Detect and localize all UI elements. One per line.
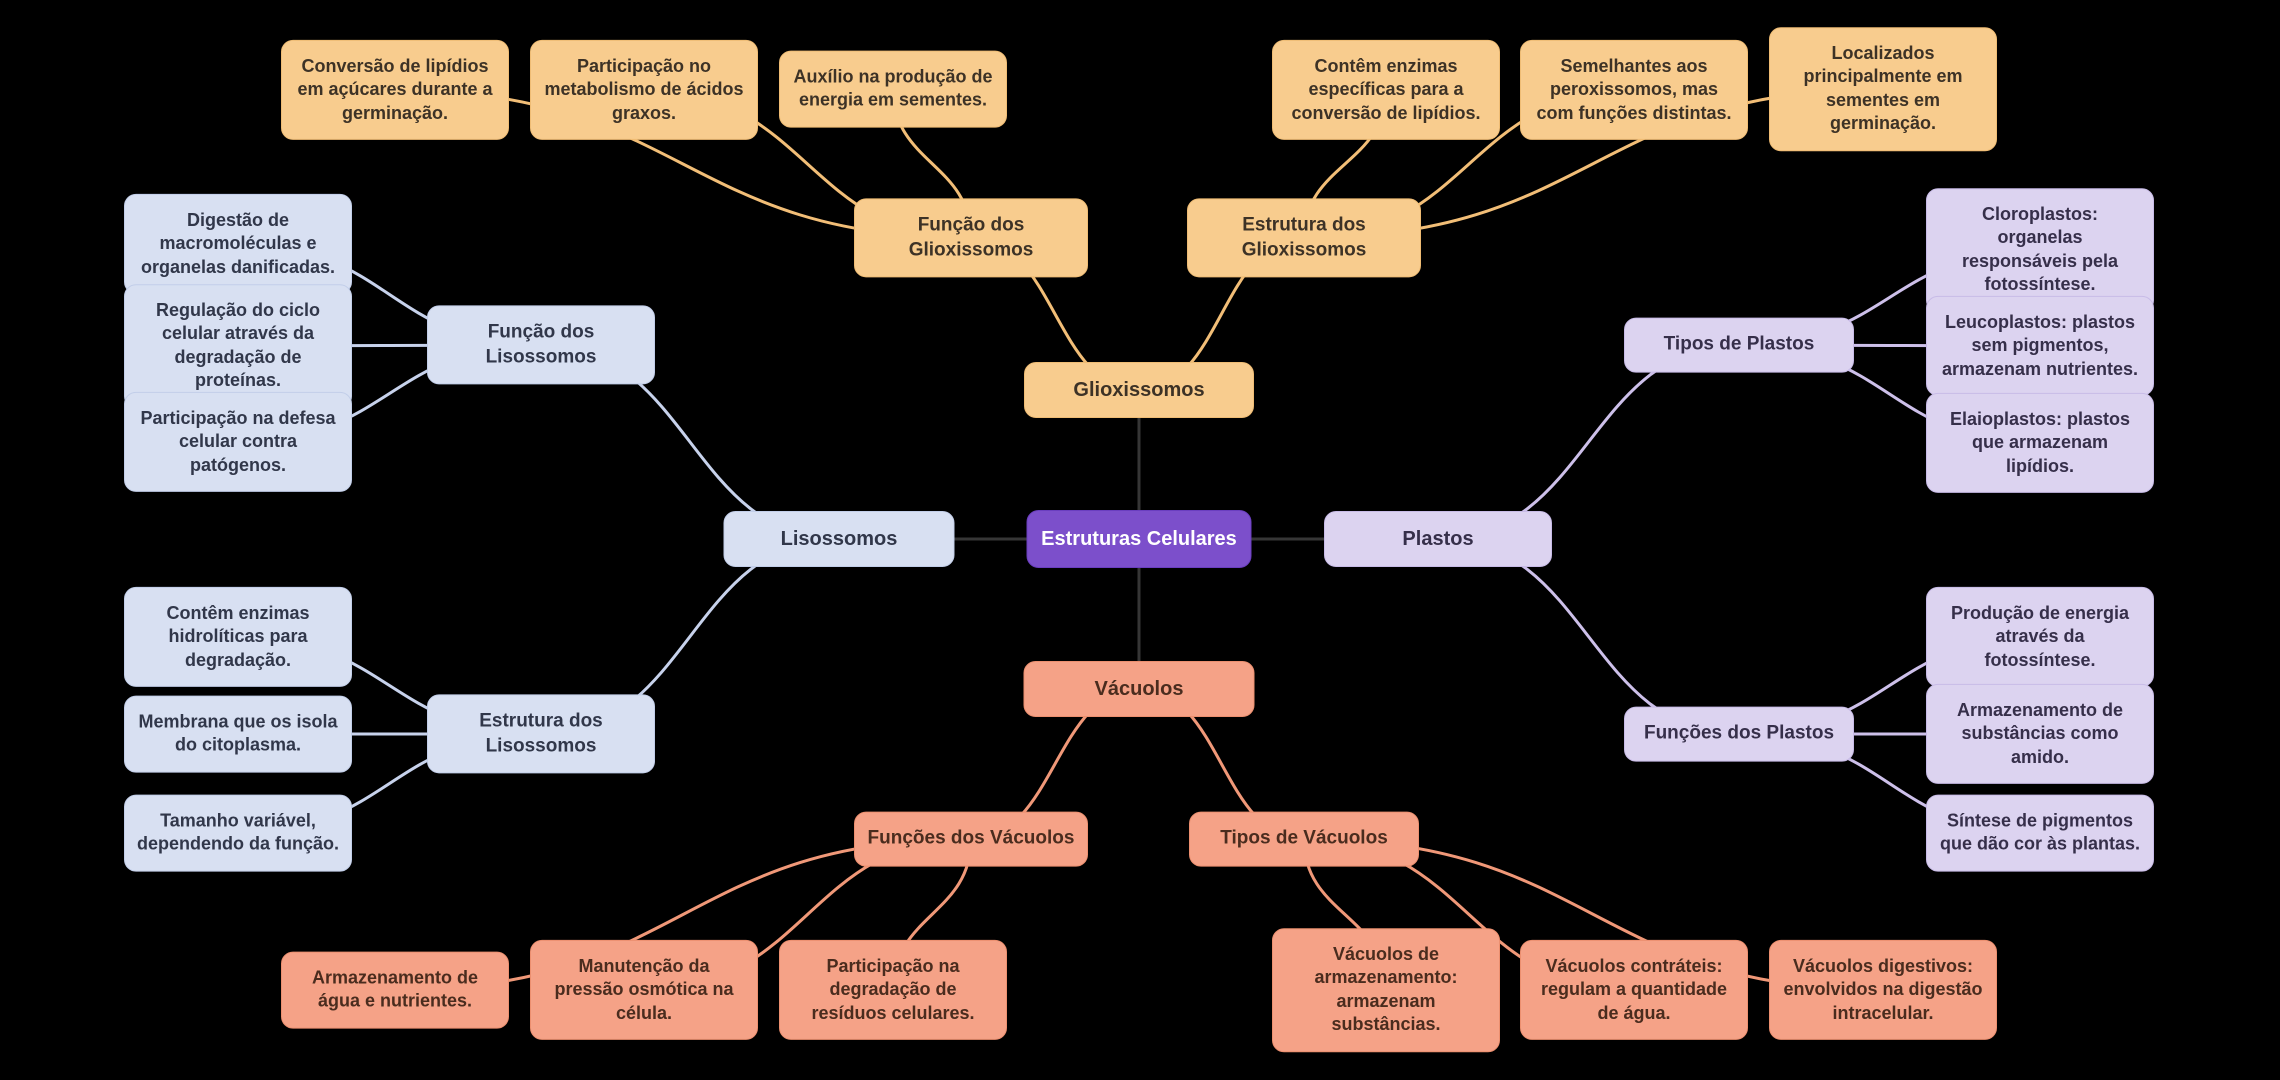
mindmap-node-estrutura-lis: Estrutura dos Lisossomos (427, 694, 655, 774)
mindmap-node-pf3: Síntese de pigmentos que dão cor às plan… (1926, 794, 2154, 872)
mindmap-node-pt2: Leucoplastos: plastos sem pigmentos, arm… (1926, 295, 2154, 397)
mindmap-node-vt3: Vácuolos digestivos: envolvidos na diges… (1769, 939, 1997, 1041)
mindmap-node-ge2: Semelhantes aos peroxissomos, mas com fu… (1520, 39, 1748, 141)
mindmap-node-funcoes-vac: Funções dos Vácuolos (854, 811, 1088, 867)
mindmap-node-vf2: Manutenção da pressão osmótica na célula… (530, 939, 758, 1041)
mindmap-node-ge3: Localizados principalmente em sementes e… (1769, 27, 1997, 151)
mindmap-node-funcao-lis: Função dos Lisossomos (427, 305, 655, 385)
mindmap-node-glioxissomos: Glioxissomos (1024, 362, 1254, 418)
mindmap-node-root: Estruturas Celulares (1026, 510, 1252, 568)
mindmap-node-le1: Contêm enzimas hidrolíticas para degrada… (124, 586, 352, 688)
mindmap-node-gf2: Participação no metabolismo de ácidos gr… (530, 39, 758, 141)
mindmap-node-vt1: Vácuolos de armazenamento: armazenam sub… (1272, 928, 1500, 1052)
mindmap-node-funcao-gliox: Função dos Glioxissomos (854, 198, 1088, 278)
mindmap-node-estrutura-gliox: Estrutura dos Glioxissomos (1187, 198, 1421, 278)
mindmap-node-plastos: Plastos (1324, 511, 1552, 567)
mindmap-node-vf3: Participação na degradação de resíduos c… (779, 939, 1007, 1041)
mindmap-node-vt2: Vácuolos contráteis: regulam a quantidad… (1520, 939, 1748, 1041)
mindmap-node-vacuolos: Vácuolos (1023, 661, 1255, 717)
mindmap-node-gf1: Conversão de lipídios em açúcares durant… (281, 39, 509, 141)
mindmap-node-le3: Tamanho variável, dependendo da função. (124, 794, 352, 872)
edge-plastos-tipos-plastos (1436, 343, 1741, 541)
mindmap-node-pt3: Elaioplastos: plastos que armazenam lipí… (1926, 392, 2154, 494)
mindmap-node-pt1: Cloroplastos: organelas responsáveis pel… (1926, 188, 2154, 312)
mindmap-node-funcoes-plastos: Funções dos Plastos (1624, 706, 1854, 762)
mindmap-node-gf3: Auxílio na produção de energia em sement… (779, 50, 1007, 128)
mindmap-node-le2: Membrana que os isola do citoplasma. (124, 695, 352, 773)
mindmap-node-lf1: Digestão de macromoléculas e organelas d… (124, 193, 352, 295)
mindmap-node-lf3: Participação na defesa celular contra pa… (124, 391, 352, 493)
edge-plastos-funcoes-plastos (1436, 537, 1741, 736)
mindmap-node-ge1: Contêm enzimas específicas para a conver… (1272, 39, 1500, 141)
mindmap-node-lisossomos: Lisossomos (723, 511, 955, 567)
mindmap-node-vf1: Armazenamento de água e nutrientes. (281, 951, 509, 1029)
mindmap-node-pf2: Armazenamento de substâncias como amido. (1926, 683, 2154, 785)
mindmap-node-tipos-vac: Tipos de Vácuolos (1189, 811, 1419, 867)
mindmap-node-lf2: Regulação do ciclo celular através da de… (124, 284, 352, 408)
mindmap-node-tipos-plastos: Tipos de Plastos (1624, 317, 1854, 373)
mindmap-node-pf1: Produção de energia através da fotossínt… (1926, 586, 2154, 688)
